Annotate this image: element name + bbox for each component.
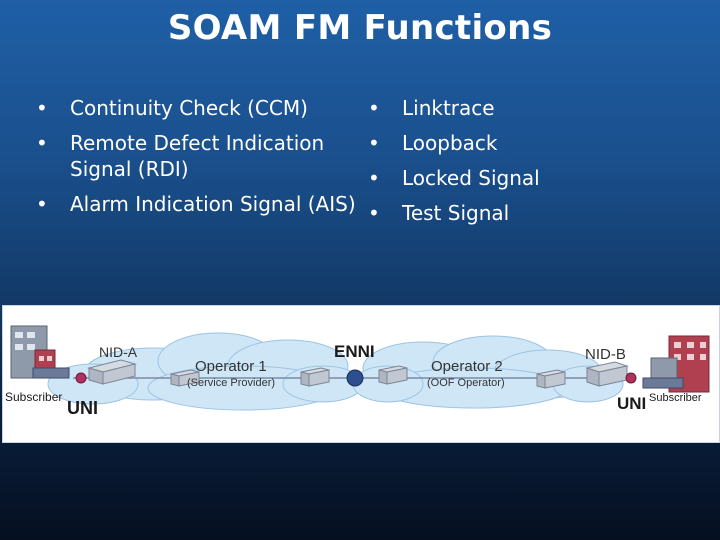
subscriber-left-building-icon (10, 325, 70, 379)
subscriber-right-building-icon (642, 335, 710, 393)
bullet-rdi: Remote Defect Indication Signal (RDI) (30, 130, 335, 182)
operator2-label: Operator 2 (431, 358, 503, 375)
subscriber-right-label: Subscriber (649, 392, 702, 404)
operator1-switch-icon (170, 369, 200, 387)
operator2-role-label: (OOF Operator) (427, 377, 505, 389)
operator1-edge-switch-icon (300, 367, 330, 387)
operator1-label: Operator 1 (195, 358, 267, 375)
uni-left-label: UNI (67, 398, 98, 418)
nid-a-device-icon (87, 359, 137, 385)
slide-title: SOAM FM Functions (167, 8, 553, 48)
nid-a-label: NID-A (99, 344, 138, 360)
operator2-edge-switch-icon (378, 365, 408, 385)
nid-b-device-icon (585, 361, 629, 387)
operator2-switch-icon (536, 369, 566, 389)
bullet-loopback: Loopback (362, 130, 662, 156)
bullet-ais: Alarm Indication Signal (AIS) (30, 191, 370, 217)
nid-b-label: NID-B (585, 346, 626, 363)
network-diagram: NID-A Subscriber UNI Operator 1 (Service… (2, 305, 720, 443)
bullet-ccm: Continuity Check (CCM) (30, 95, 370, 121)
uni-b-connection-point (625, 372, 637, 384)
right-bullet-list: Linktrace Loopback Locked Signal Test Si… (362, 95, 662, 235)
uni-right-label: UNI (617, 394, 647, 413)
bullet-locked-signal: Locked Signal (362, 165, 662, 191)
network-diagram-graphic (10, 325, 710, 411)
uni-a-connection-point (75, 372, 87, 384)
bullet-test-signal: Test Signal (362, 200, 662, 226)
subscriber-left-label: Subscriber (5, 390, 63, 404)
bullet-linktrace: Linktrace (362, 95, 662, 121)
enni-label: ENNI (334, 342, 375, 361)
operator1-role-label: (Service Provider) (187, 377, 276, 389)
left-bullet-list: Continuity Check (CCM) Remote Defect Ind… (30, 95, 370, 226)
enni-connection-point (346, 369, 364, 387)
